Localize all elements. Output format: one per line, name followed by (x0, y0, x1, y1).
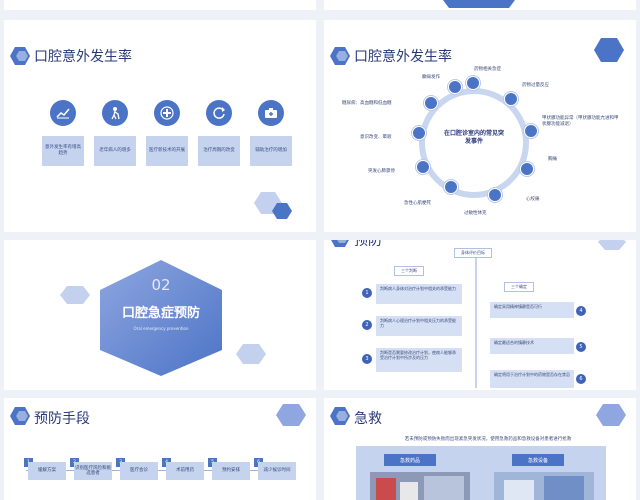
item-elderly: 老年病人的增多 (94, 100, 136, 166)
hex-decoration (596, 404, 626, 426)
section-title: 口腔急症预防 (121, 306, 200, 321)
slide-accident-rate[interactable]: 口腔意外发生率 意外发生率有增高趋势 老年病人的增多 医疗新技术的开展 治疗周期… (4, 20, 316, 232)
slide-prevention-methods[interactable]: 预防手段 1 缓解方案 2 识别医疗风险和挑选患者 3 医疗会诊 4 术前用药 … (4, 398, 316, 500)
hex-decoration (443, 0, 515, 8)
hex-decoration (236, 344, 266, 364)
flow-left-tag: 三个判断 (394, 266, 424, 276)
hexagon-bullet-icon (10, 407, 30, 425)
cover-hexagon (100, 260, 222, 376)
slide-section-cover[interactable]: 02 口腔急症预防 Oral emergency prevention (4, 240, 316, 390)
first-aid-icon (258, 100, 284, 126)
lungs-icon (444, 180, 458, 194)
medical-cross-icon (154, 100, 180, 126)
elderly-icon (102, 100, 128, 126)
slide-title: 预防手段 (34, 411, 90, 427)
hex-decoration (598, 240, 626, 250)
flow-top-tag: 身体评价目标 (454, 248, 492, 258)
hexagon-bullet-icon (10, 47, 30, 65)
heartbeat-icon (416, 160, 430, 174)
item-cycle: 治疗周期的改变 (198, 100, 240, 166)
hexagon-bullet-icon (331, 240, 349, 247)
slide-prevention[interactable]: 预防 身体评价目标 三个判断 三个确定 1 判断病人身体对治疗计划中相关的承受能… (324, 240, 636, 390)
flow-right-item: 确定最适合的镇静技术 (490, 338, 574, 354)
drugs-photo (370, 472, 470, 500)
pill-icon (466, 76, 480, 90)
flow-right-item: 确定将用于治疗计划中的药物是否存在禁忌 (490, 370, 574, 388)
flow-divider (475, 258, 477, 388)
section-number: 02 (151, 276, 171, 294)
slide-title: 急救 (354, 411, 382, 427)
heart-icon (520, 162, 534, 176)
rescue-equipment-tag: 急救设备 (512, 454, 564, 466)
brain-icon (448, 80, 462, 94)
hexagon-bullet-icon (330, 407, 350, 425)
flow-left-item: 判断是否需要修改治疗计划，使病人能够承受治疗计划中所涉及的压力 (376, 348, 462, 372)
tooth-icon (504, 92, 518, 106)
hexagon-bullet-icon (330, 47, 350, 65)
dna-icon (412, 126, 426, 140)
item-new-tech: 医疗新技术的开展 (146, 100, 188, 166)
slide-fragment-top-right[interactable] (324, 0, 636, 10)
syringe-icon (488, 188, 502, 202)
stethoscope-icon (524, 124, 538, 138)
orbit-ring (419, 88, 529, 198)
slide-first-aid[interactable]: 急救 若未预防或预防失败而出现紧急突发状况，使用急救药品和急救设备对患者进行抢救… (324, 398, 636, 500)
flow-step-number: 6 (576, 374, 586, 384)
hex-decoration (60, 286, 90, 304)
hex-decoration (276, 404, 306, 426)
item-accident-trend: 意外发生率有增高趋势 (42, 100, 84, 166)
flow-step-number: 1 (362, 288, 372, 298)
cycle-icon (206, 100, 232, 126)
equipment-photo (494, 472, 594, 500)
flow-step-number: 3 (362, 354, 372, 364)
item-assist: 辅助治疗的增加 (250, 100, 292, 166)
slide-title: 预防 (354, 240, 382, 249)
center-label: 在口腔诊室内的常见突发事件 (444, 130, 505, 146)
slide-title: 口腔意外发生率 (354, 49, 452, 65)
flow-step-number: 2 (362, 320, 372, 330)
slide-title: 口腔意外发生率 (34, 49, 132, 65)
flow-right-item: 确定采用精神镇静是否可行 (490, 302, 574, 318)
flow-step-number: 5 (576, 342, 586, 352)
section-subtitle: Oral emergency prevention (133, 326, 189, 331)
slide-fragment-top-left[interactable] (4, 0, 316, 10)
flow-right-tag: 三个确定 (504, 282, 534, 292)
hospital-icon (424, 96, 438, 110)
hex-decoration (272, 203, 292, 219)
chart-icon (50, 100, 76, 126)
flow-left-item: 判断病人心理治疗计划中相关压力的承受能力 (376, 316, 462, 336)
rescue-drugs-tag: 急救药品 (384, 454, 436, 466)
slide-common-emergencies[interactable]: 口腔意外发生率 在口腔诊室内的常见突发事件 药物相关急症 癫痫发作 药物过量反应… (324, 20, 636, 232)
rescue-description: 若未预防或预防失败而出现紧急突发状况，使用急救药品和急救设备对患者进行抢救 (404, 437, 572, 442)
flow-left-item: 判断病人身体对治疗计划中相关的承受能力 (376, 284, 462, 304)
flow-step-number: 4 (576, 306, 586, 316)
hex-decoration (594, 38, 624, 62)
